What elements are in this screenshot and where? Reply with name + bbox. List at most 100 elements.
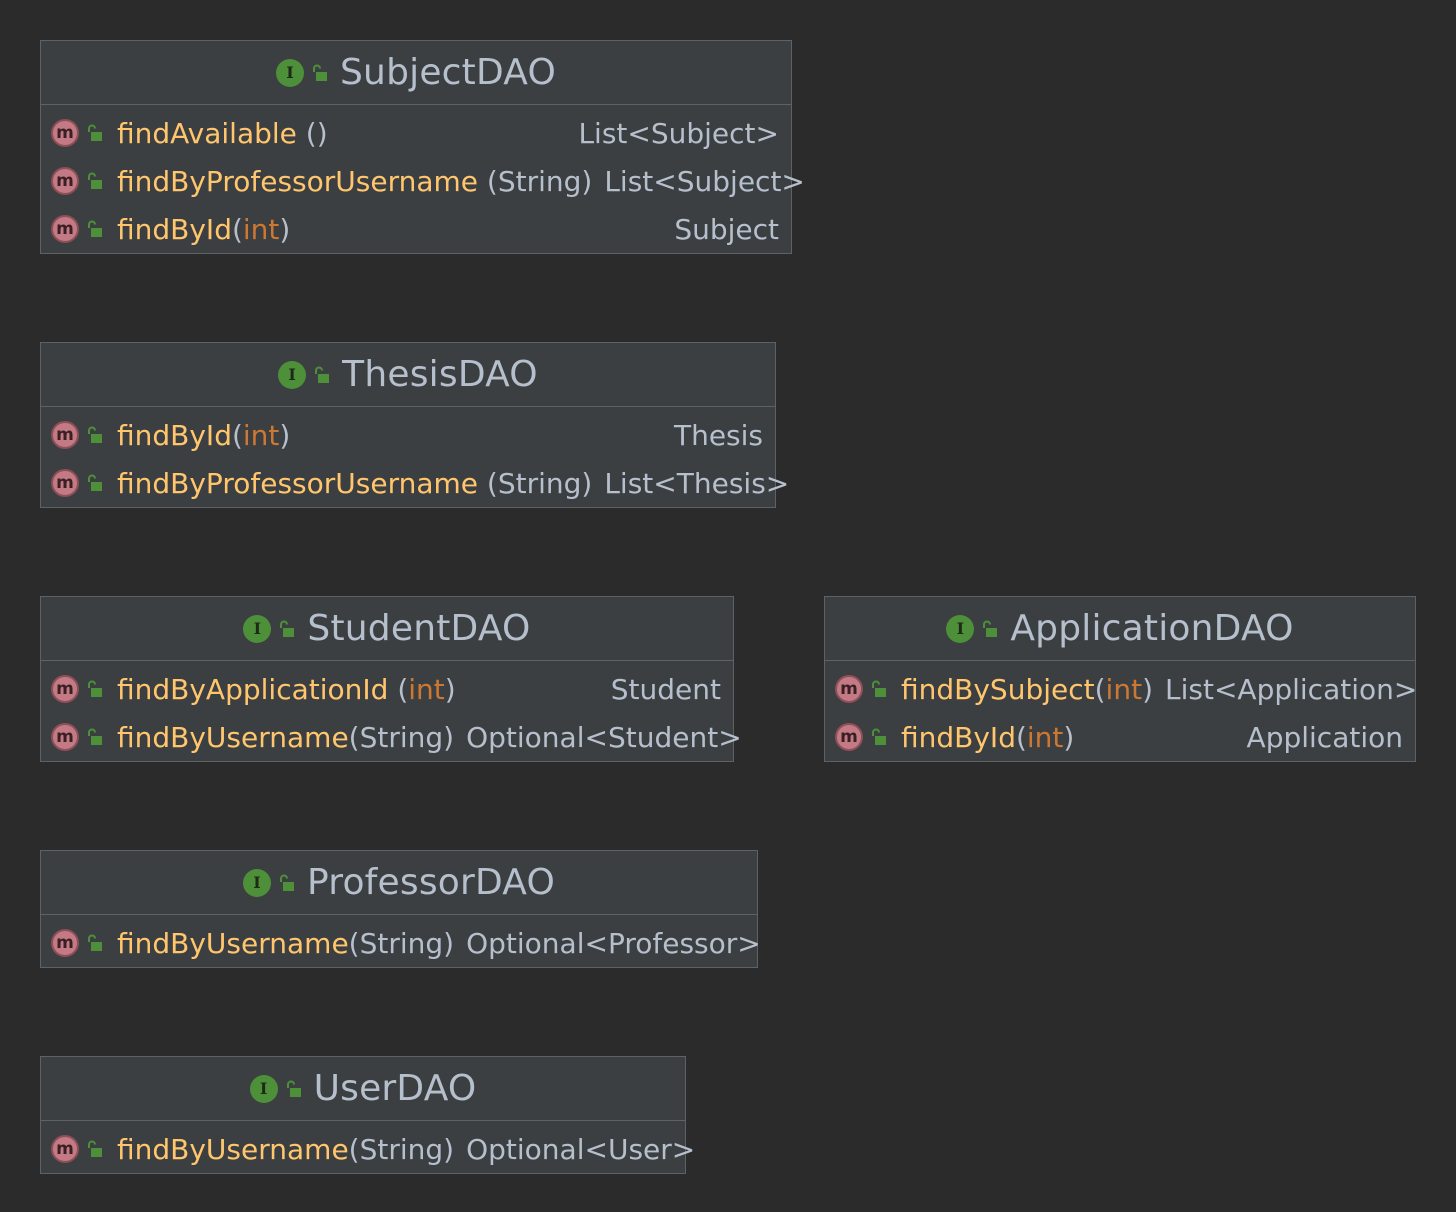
return-type: List<Application> <box>1165 673 1417 706</box>
return-type: Application <box>1247 721 1403 754</box>
return-type: Subject <box>674 213 779 246</box>
return-type: List<Subject> <box>604 165 805 198</box>
public-lock-icon <box>869 680 887 698</box>
method-icon: m <box>51 421 79 449</box>
method-icon: m <box>51 1135 79 1163</box>
public-lock-icon <box>85 474 103 492</box>
open-paren: ( <box>348 926 360 960</box>
return-type: Optional<Professor> <box>466 927 761 960</box>
return-type-arg: User <box>607 1132 672 1166</box>
public-lock-icon <box>277 620 295 638</box>
method-row[interactable]: m findByProfessorUsername (String) List<Th… <box>41 459 789 507</box>
public-lock-icon <box>85 426 103 444</box>
interface-icon: I <box>278 360 307 389</box>
parameter-type: int <box>242 418 280 452</box>
interface-icon: I <box>249 1074 278 1103</box>
close-paren: ) <box>581 466 593 500</box>
open-paren: ( <box>1094 672 1106 706</box>
public-lock-icon <box>85 220 103 238</box>
return-type-lt: < <box>584 926 608 960</box>
subject-dao-node[interactable]: I SubjectDAO m findAvailable () List<Subject… <box>40 40 805 254</box>
public-lock-icon <box>85 1140 103 1158</box>
close-paren: ) <box>443 926 455 960</box>
parameter-type: int <box>1026 720 1064 754</box>
close-paren: ) <box>279 212 291 246</box>
method-name: findByProfessorUsername <box>117 164 478 198</box>
return-type-gt: > <box>781 164 805 198</box>
open-paren: ( <box>388 672 409 706</box>
return-type-arg: Student <box>607 720 719 754</box>
interface-icon: I <box>276 58 304 87</box>
open-paren: ( <box>231 212 243 246</box>
parameter-type: int <box>242 212 280 246</box>
return-type-base: List <box>604 466 654 500</box>
public-lock-icon <box>85 172 103 190</box>
public-lock-icon <box>312 366 330 384</box>
method-icon: m <box>51 215 79 243</box>
parameter-type: String <box>497 466 582 500</box>
method-name: findByApplicationId <box>117 672 389 706</box>
open-paren: ( <box>231 418 243 452</box>
return-type-base: Optional <box>466 1132 585 1166</box>
public-lock-icon <box>980 620 998 638</box>
return-type: List<Subject> <box>578 117 779 150</box>
return-type: Optional<Student> <box>466 721 742 754</box>
method-icon: m <box>51 167 79 195</box>
node-title: ProfessorDAO <box>306 862 556 903</box>
return-type-lt: < <box>584 1132 608 1166</box>
method-name: findByUsername <box>117 1132 349 1166</box>
interface-icon: I <box>243 614 272 643</box>
return-type-base: Student <box>610 672 721 706</box>
return-type: Thesis <box>674 419 763 452</box>
open-paren: ( <box>478 164 498 198</box>
open-paren: ( <box>478 466 498 500</box>
method-icon: m <box>51 675 79 703</box>
close-paren: ) <box>581 164 593 198</box>
method-name: findBySubject <box>901 672 1095 706</box>
return-type-base: Application <box>1246 720 1403 754</box>
method-name: findById <box>901 720 1016 754</box>
open-paren: ( <box>296 116 317 150</box>
method-name: findByUsername <box>117 720 349 754</box>
return-type-gt: > <box>1393 672 1418 706</box>
open-paren: ( <box>1015 720 1027 754</box>
method-row[interactable]: m findAvailable () List<Subject> <box>41 109 791 157</box>
method-icon: m <box>51 119 79 147</box>
method-icon: m <box>51 929 79 957</box>
method-name: findAvailable <box>117 116 297 150</box>
node-title: SubjectDAO <box>340 52 556 93</box>
node-title: UserDAO <box>313 1068 477 1109</box>
return-type: List<Thesis> <box>604 467 789 500</box>
public-lock-icon <box>85 680 103 698</box>
return-type-base: List <box>1165 672 1214 706</box>
return-type-gt: > <box>765 466 790 500</box>
open-paren: ( <box>348 1132 360 1166</box>
return-type-base: List <box>604 164 654 198</box>
close-paren: ) <box>316 116 328 150</box>
return-type-base: Optional <box>466 720 585 754</box>
parameter-type: String <box>359 1132 444 1166</box>
return-type-arg: Subject <box>650 116 756 150</box>
method-icon: m <box>51 469 79 497</box>
method-name: findById <box>117 418 232 452</box>
method-name: findByProfessorUsername <box>117 466 478 500</box>
method-icon: m <box>51 723 79 751</box>
